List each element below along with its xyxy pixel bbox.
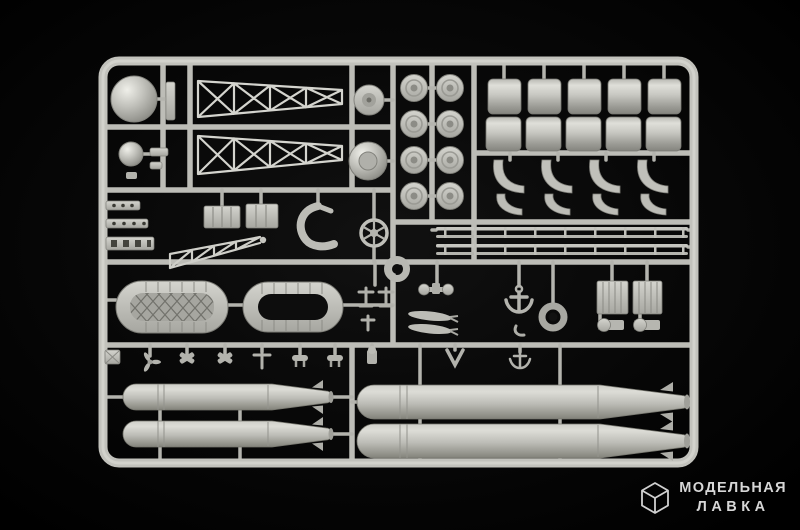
small-anchor-part [508, 350, 532, 370]
watermark: МОДЕЛЬНАЯ ЛАВКА [640, 479, 787, 517]
tee-part [252, 349, 272, 370]
part-tire-ring [538, 302, 568, 332]
sprue-frame-highlight [101, 59, 696, 465]
part-perforated-plates [105, 200, 155, 251]
part-curved-bracket [296, 202, 338, 251]
propeller-part [143, 352, 161, 372]
part-winch-reels [597, 318, 660, 332]
part-dome-disc [348, 141, 388, 181]
part-torpedo-large-1 [356, 382, 690, 422]
watermark-line2: ЛАВКА [696, 499, 770, 516]
part-corner-plate [104, 349, 121, 365]
part-railing-1 [436, 227, 688, 238]
watermark-line1: МОДЕЛЬНАЯ [679, 480, 787, 497]
part-raft-crosshatch [115, 280, 229, 334]
part-davits-row1 [493, 159, 669, 194]
vee-bracket-part [445, 348, 465, 369]
part-anchor [504, 284, 534, 314]
wheel-part [400, 74, 428, 102]
cross-part [179, 352, 195, 364]
wheel-part [436, 110, 464, 138]
part-dome-large [110, 75, 158, 123]
cleat-part [292, 355, 308, 367]
part-mast-frame-1 [196, 79, 344, 119]
part-small-posts [149, 81, 176, 170]
wheel-part [436, 182, 464, 210]
cross-part [217, 352, 233, 364]
part-dome-small [118, 141, 144, 179]
part-textured-panels [596, 280, 663, 315]
part-mast-frame-2 [196, 134, 344, 176]
wheel-part [400, 146, 428, 174]
part-torpedo-small-1 [122, 380, 334, 414]
part-deck-fittings [143, 346, 532, 372]
cube-logo-icon [641, 482, 670, 515]
watermark-text: МОДЕЛЬНАЯ ЛАВКА [679, 479, 787, 517]
wheel-part [400, 182, 428, 210]
wheel-part [436, 146, 464, 174]
part-pulley-disc [353, 84, 385, 116]
part-small-bombs [408, 310, 459, 336]
cleat-part [327, 355, 343, 367]
part-cylinders-row2 [485, 116, 682, 152]
part-torpedo-small-2 [122, 417, 334, 451]
part-axle-cart [418, 283, 454, 296]
part-raft-open [242, 281, 344, 333]
part-wheels [400, 74, 464, 210]
part-small-hook [513, 324, 526, 337]
part-ships-wheel [359, 218, 389, 248]
part-torpedo-large-2 [356, 421, 690, 461]
part-deck-boxes [203, 203, 279, 229]
part-railing-2 [436, 244, 688, 255]
part-davits-row2 [496, 193, 667, 216]
bollard-part [367, 346, 377, 364]
wheel-part [436, 74, 464, 102]
part-cylinders-row1 [487, 78, 682, 115]
part-small-stands [357, 286, 395, 332]
part-ring [384, 256, 410, 282]
wheel-part [400, 110, 428, 138]
part-lattice-jib [168, 235, 267, 270]
